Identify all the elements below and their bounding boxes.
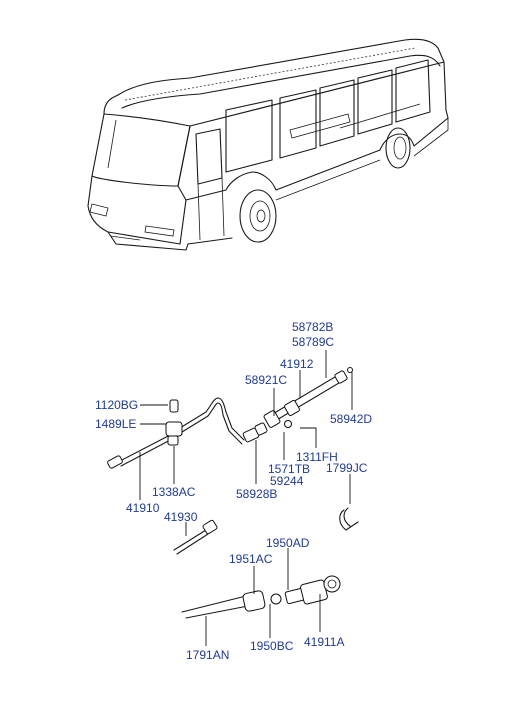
part-labels: 58782B 58789C 41912 58921C 58942D 1120BG… <box>95 320 372 662</box>
label-1950BC: 1950BC <box>250 639 294 653</box>
brake-line-assembly <box>107 367 359 555</box>
label-1799JC: 1799JC <box>326 461 368 475</box>
label-1571TB: 1571TB <box>268 462 310 476</box>
label-1791AN: 1791AN <box>186 648 229 662</box>
label-58921C: 58921C <box>245 373 287 387</box>
label-1311FH: 1311FH <box>296 450 338 464</box>
label-1120BG: 1120BG <box>95 398 138 412</box>
label-1338AC: 1338AC <box>152 485 196 499</box>
label-41930: 41930 <box>164 510 198 524</box>
label-41911A: 41911A <box>304 635 344 649</box>
label-58789C: 58789C <box>292 335 334 349</box>
label-41912: 41912 <box>280 357 314 371</box>
label-58942D: 58942D <box>330 412 372 426</box>
leader-lines <box>139 350 353 646</box>
label-41910: 41910 <box>126 501 160 515</box>
switch-assembly <box>181 575 341 619</box>
label-1951AC: 1951AC <box>229 552 273 566</box>
bus-illustration <box>87 38 449 251</box>
label-1950AD: 1950AD <box>266 536 310 550</box>
junction-block <box>165 421 183 437</box>
label-1489LE: 1489LE <box>95 417 136 431</box>
label-58782B: 58782B <box>292 320 333 334</box>
label-59244: 59244 <box>270 474 304 488</box>
label-58928B: 58928B <box>236 487 277 501</box>
